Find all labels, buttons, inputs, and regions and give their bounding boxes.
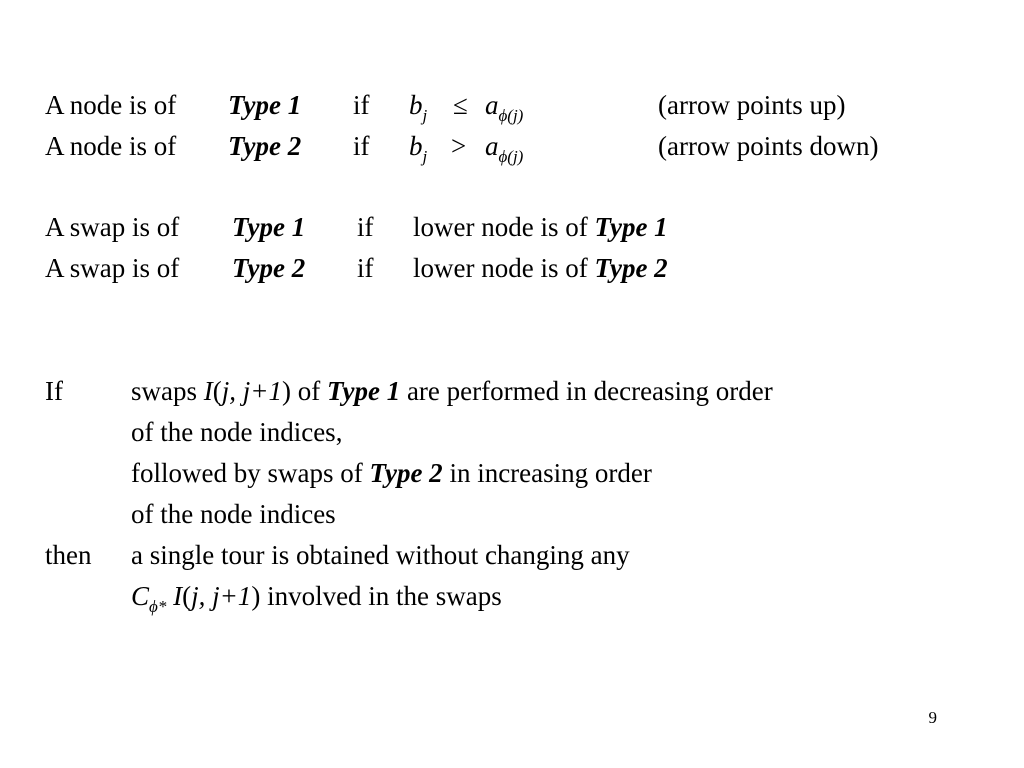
rhs-subscript: ϕ(j) bbox=[498, 147, 524, 166]
if-keyword: if bbox=[353, 131, 370, 161]
rhs-variable: aϕ(j) bbox=[485, 90, 524, 125]
node-note: (arrow points down) bbox=[658, 131, 879, 161]
lhs-subscript: j bbox=[422, 147, 428, 166]
if-keyword: if bbox=[353, 90, 370, 120]
cost-subscript: ϕ* bbox=[149, 597, 167, 616]
rhs-subscript: ϕ(j) bbox=[498, 106, 524, 125]
swap-function-name: I bbox=[203, 376, 213, 406]
swap-type-label: Type 2 bbox=[232, 253, 306, 283]
condition-type-label: Type 1 bbox=[594, 212, 668, 242]
swap-condition: lower node is of Type 2 bbox=[413, 253, 668, 283]
if-keyword: if bbox=[357, 212, 374, 242]
lhs-variable: bj bbox=[409, 90, 428, 125]
statement-type-label: Type 2 bbox=[369, 458, 443, 488]
node-type-label: Type 2 bbox=[228, 131, 302, 161]
swap-arguments: j, j+1 bbox=[221, 376, 282, 406]
swap-condition: lower node is of Type 1 bbox=[413, 212, 668, 242]
cost-variable: C bbox=[131, 581, 150, 611]
operator: > bbox=[451, 131, 467, 161]
swap-type-label: Type 1 bbox=[232, 212, 306, 242]
page-number: 9 bbox=[928, 708, 938, 727]
then-keyword: then bbox=[45, 540, 92, 570]
condition-type-label: Type 2 bbox=[594, 253, 668, 283]
lhs-subscript: j bbox=[422, 106, 428, 125]
statement-line-4: of the node indices bbox=[131, 499, 336, 529]
operator: ≤ bbox=[453, 90, 468, 120]
statement-line-6: Cϕ* I(j, j+1) involved in the swaps bbox=[131, 581, 502, 616]
lhs-variable: bj bbox=[409, 131, 428, 166]
node-type-row: A node is of Type 2 if bj > aϕ(j) (arrow… bbox=[45, 131, 995, 166]
statement-line-2: of the node indices, bbox=[131, 417, 343, 447]
statement-line-1: swaps I(j, j+1) of Type 1 are performed … bbox=[131, 376, 773, 406]
rhs-variable: aϕ(j) bbox=[485, 131, 524, 166]
statement-type-label: Type 1 bbox=[326, 376, 401, 406]
node-prefix: A node is of bbox=[45, 131, 177, 161]
node-type-row: A node is of Type 1 if bj ≤ aϕ(j) (arrow… bbox=[45, 90, 995, 125]
if-keyword: if bbox=[357, 253, 374, 283]
statement-line-3: followed by swaps of Type 2 in increasin… bbox=[131, 458, 652, 488]
swap-type-row: A swap is of Type 2 if lower node is of … bbox=[45, 253, 995, 287]
node-prefix: A node is of bbox=[45, 90, 177, 120]
swap-arguments: j, j+1 bbox=[191, 581, 252, 611]
swap-prefix: A swap is of bbox=[45, 212, 180, 242]
if-keyword: If bbox=[45, 376, 63, 406]
node-type-label: Type 1 bbox=[228, 90, 302, 120]
statement-line-5: a single tour is obtained without changi… bbox=[131, 540, 630, 570]
swap-type-row: A swap is of Type 1 if lower node is of … bbox=[45, 212, 995, 246]
node-note: (arrow points up) bbox=[658, 90, 846, 120]
swap-function-name: I bbox=[173, 581, 183, 611]
swap-prefix: A swap is of bbox=[45, 253, 180, 283]
